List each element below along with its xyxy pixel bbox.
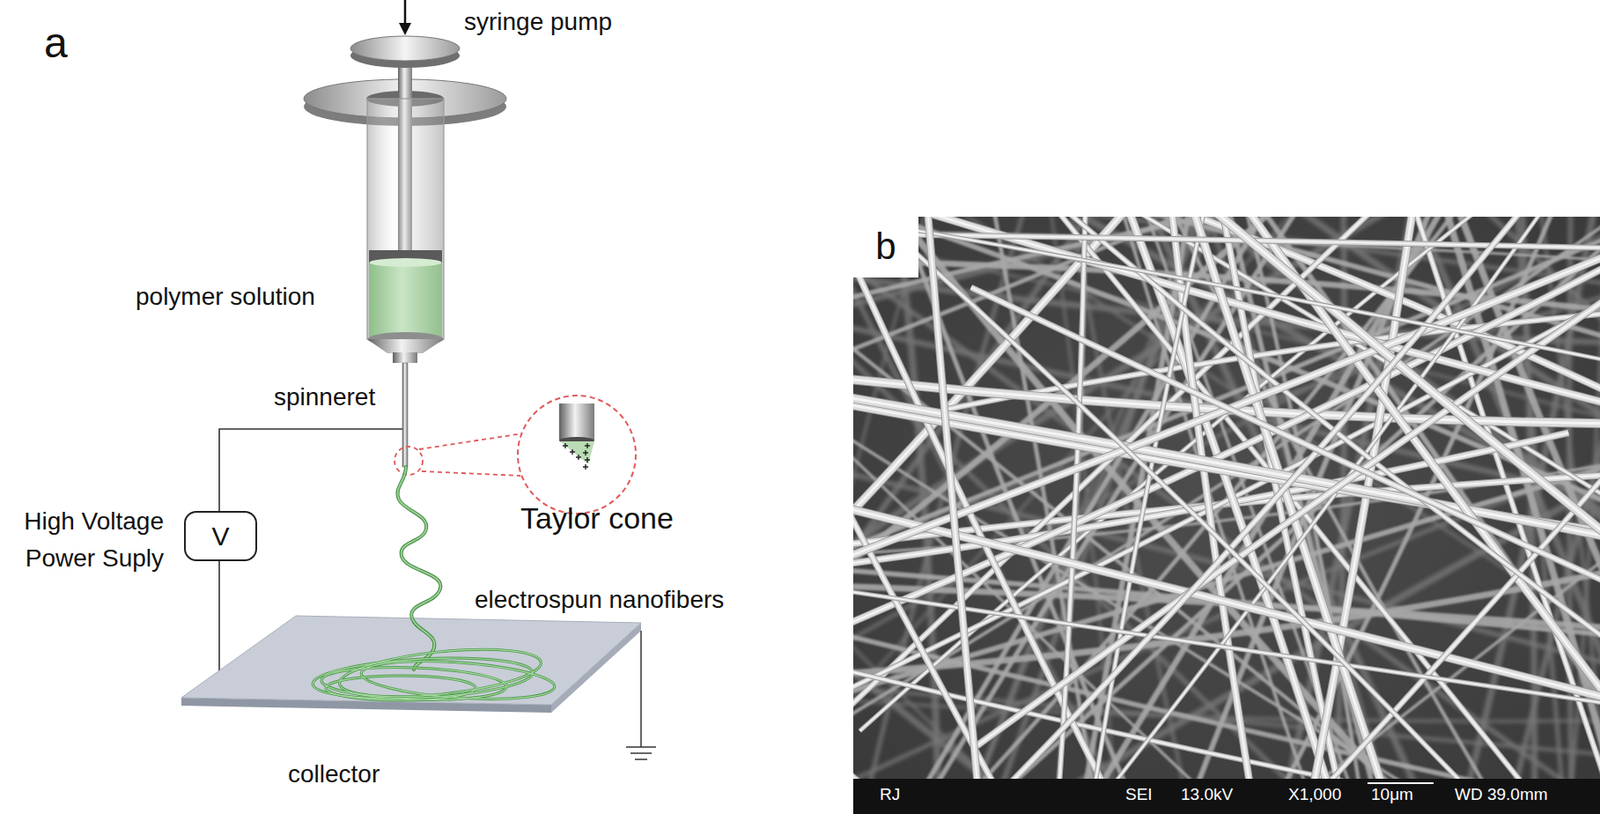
collector-label: collector (287, 759, 380, 789)
plus-sign (569, 449, 576, 455)
solution-label: polymer solution (135, 281, 316, 312)
deep-fibers (853, 216, 1600, 779)
sem-fiber-edge (853, 216, 1600, 532)
sem-fiber-core (926, 216, 1600, 779)
scale-value: 10μm (1371, 784, 1414, 805)
sem-fiber-core (971, 287, 1600, 779)
power-supply-label: High Voltage Power Suply (0, 502, 164, 577)
working-distance: WD 39.0mm (1454, 784, 1549, 805)
sem-fiber-edge (1017, 216, 1311, 779)
callout-line (419, 433, 524, 450)
fiber-loop (360, 655, 556, 704)
sem-fiber-edge (853, 352, 1387, 779)
fiber-loop (337, 641, 544, 705)
apparatus-illustration (0, 0, 846, 814)
sem-fiber-core (853, 216, 1265, 779)
jet (398, 466, 442, 670)
sem-fiber (853, 352, 1387, 779)
plus-sign (562, 442, 568, 449)
thumb-press (350, 36, 460, 61)
sem-fiber (853, 216, 1600, 497)
sem-fiber-edge (853, 216, 1265, 779)
ground-symbol (626, 745, 657, 748)
panel-letter-box: b (853, 216, 919, 278)
plus-sign (582, 464, 589, 470)
callout-line (421, 471, 521, 476)
sem-fiber-core (853, 216, 1600, 779)
sem-micrograph (853, 216, 1600, 779)
sem-fiber (971, 287, 1600, 779)
callout-circle-large (517, 395, 636, 514)
voltage-symbol: V (211, 520, 229, 553)
accelerating-voltage: 13.0kV (1180, 784, 1233, 805)
push-arrow-shaft (404, 0, 407, 25)
sem-fiber-core (1017, 216, 1311, 779)
sem-fiber (926, 216, 1600, 779)
inset-needle (559, 403, 595, 441)
plus-sign (582, 449, 589, 456)
sem-fiber-core (853, 352, 1387, 779)
mid-fibers (853, 216, 1600, 779)
sem-fiber-edge (971, 287, 1600, 779)
pump-label: syringe pump (464, 7, 612, 37)
sem-fiber-core (853, 216, 1600, 497)
sem-fiber (853, 216, 1265, 779)
sem-fiber (1017, 216, 1311, 779)
charge-signs (562, 442, 590, 470)
top-fibers (853, 216, 1600, 779)
operator-id: RJ (879, 784, 900, 805)
fiber-loops (311, 641, 556, 705)
voltage-box: V (184, 510, 258, 561)
panel-letter: b (875, 224, 896, 269)
sem-fiber-edge (853, 366, 1600, 754)
ground-symbol (634, 758, 648, 760)
fiber-loop (320, 663, 507, 702)
spinneret-label: spinneret (273, 382, 376, 413)
sem-fiber-core (853, 366, 1600, 754)
fiber-loop (325, 675, 476, 701)
detector-mode: SEI (1125, 784, 1153, 805)
jet-outline (398, 466, 442, 670)
ground-symbol (630, 752, 652, 754)
barrel-taper (367, 339, 444, 354)
sem-fiber-core (853, 216, 1600, 532)
sem-fiber-edge (926, 216, 1600, 779)
taylor-cone-shape (560, 441, 595, 465)
plus-sign (575, 454, 582, 460)
sem-fiber (853, 366, 1600, 754)
sem-fiber-edge (853, 216, 1600, 779)
sem-fiber (853, 216, 1600, 532)
sem-fiber (890, 216, 1144, 779)
plus-sign (584, 442, 590, 449)
sem-info-bar: RJ SEI 13.0kV X1,000 10μm WD 39.0mm (853, 778, 1600, 814)
needle-hub (392, 352, 418, 363)
spinneret-needle (402, 362, 408, 467)
wire (218, 560, 221, 672)
callout-circle-small (394, 446, 423, 475)
taylor-cone-label: Taylor cone (520, 500, 674, 537)
push-arrow-head (398, 22, 412, 36)
nanofibers-label: electrospun nanofibers (474, 584, 724, 615)
collector-plate (181, 615, 642, 705)
sem-fiber-edge (902, 216, 1058, 779)
ground-wire (640, 630, 642, 747)
panel-letter: a (44, 17, 68, 69)
magnification: X1,000 (1288, 784, 1342, 805)
electrospun-jet (311, 466, 556, 705)
syringe-barrel (367, 98, 444, 340)
fiber-loops-highlight (311, 641, 556, 705)
sem-fiber-edge (853, 216, 1600, 497)
sem-fiber (853, 216, 1600, 779)
plus-sign (584, 457, 590, 463)
solution-surface (369, 258, 443, 267)
sem-fiber (902, 216, 1058, 779)
scale-bar (1367, 781, 1434, 784)
sem-fiber (853, 216, 1255, 779)
sem-fiber-core (902, 216, 1058, 779)
wire (219, 428, 403, 511)
polymer-solution-fill (368, 262, 443, 340)
